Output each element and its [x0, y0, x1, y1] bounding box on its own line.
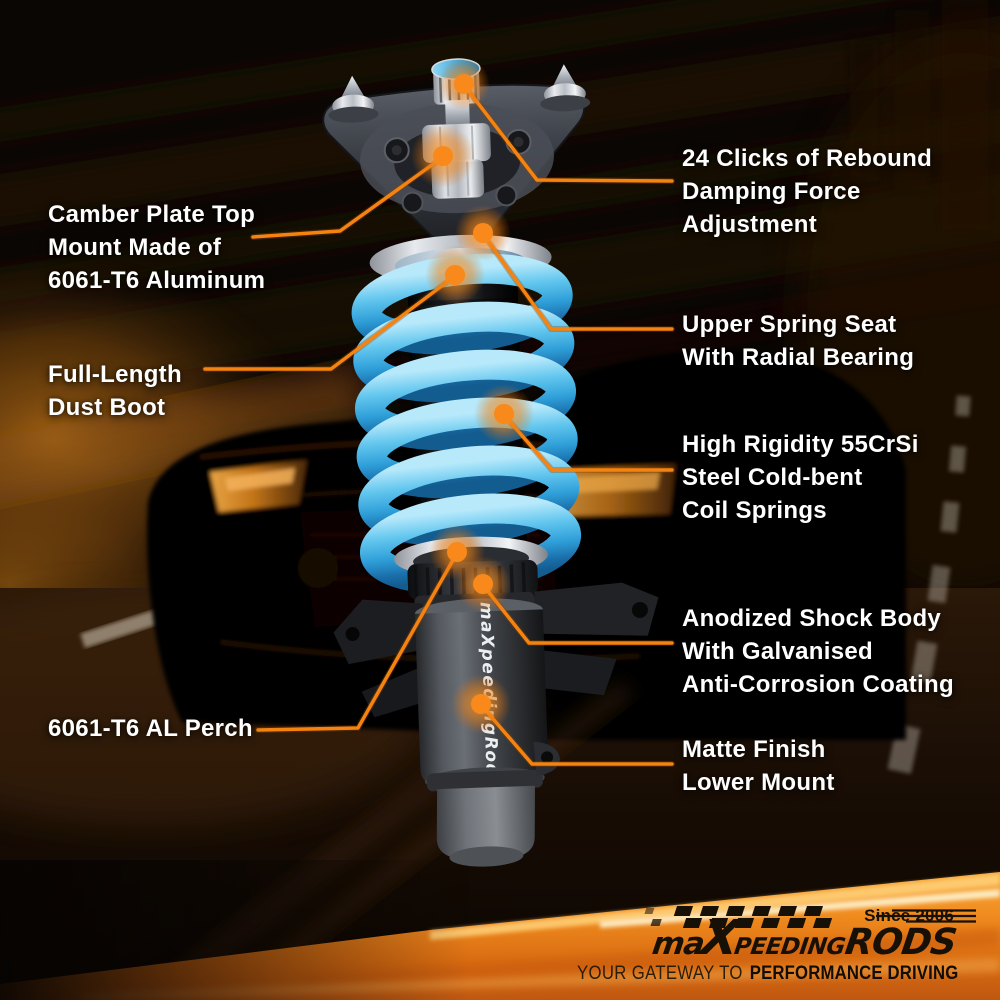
callout-marker-camber-plate — [411, 124, 475, 188]
brand-logo: Since 2006 ma X peeding RODS YOUR GATEWA… — [577, 901, 977, 993]
wordmark-peeding: peeding — [732, 934, 847, 960]
lower-mount-part — [436, 741, 561, 867]
callout-markers — [411, 58, 534, 734]
tagline-regular: YOUR GATEWAY TO — [576, 963, 743, 984]
callout-label-dust-boot: Full-Length Dust Boot — [48, 361, 182, 421]
callout-line-dust-boot — [203, 274, 457, 371]
stud-left — [328, 75, 379, 123]
callout-label-upper-spring-seat: Upper Spring Seat With Radial Bearing — [682, 311, 915, 371]
wordmark-ma: ma — [650, 926, 707, 962]
callout-line-perch — [256, 551, 459, 732]
callout-label-lower-mount: Matte Finish Lower Mount — [682, 736, 835, 796]
callout-marker-dust-boot — [425, 245, 485, 305]
callout-label-al-perch: 6061-T6 AL Perch — [48, 715, 253, 742]
tagline-bold: PERFORMANCE DRIVING — [749, 963, 958, 984]
callout-marker-shock-body — [455, 556, 511, 612]
callout-marker-lower-mount — [451, 674, 511, 734]
brand-tagline: YOUR GATEWAY TO PERFORMANCE DRIVING — [577, 964, 958, 984]
callout-line-shock-body — [481, 583, 674, 645]
callout-marker-springs — [474, 384, 534, 444]
callout-label-shock-body: Anodized Shock Body With Galvanised Anti… — [682, 605, 954, 698]
brand-wordmark: ma X peeding RODS — [650, 910, 959, 966]
callout-label-coil-springs: High Rigidity 55CrSi Steel Cold-bent Coi… — [682, 431, 919, 524]
callout-marker-rebound — [438, 58, 490, 110]
callout-line-upper-seat — [481, 232, 674, 331]
amber-streak — [0, 361, 373, 514]
callout-line-rebound — [462, 83, 674, 183]
callout-line-camber-plate — [251, 155, 445, 239]
speed-lines-icon — [876, 909, 977, 923]
stud-right — [540, 64, 591, 112]
callout-marker-upper-seat — [455, 205, 511, 261]
callout-label-rebound-adjustment: 24 Clicks of Rebound Damping Force Adjus… — [682, 145, 933, 238]
checkered-flag-icon — [644, 906, 833, 928]
fog-lamp — [298, 548, 338, 588]
callout-label-camber-plate-top-mount: Camber Plate Top Mount Made of 6061-T6 A… — [48, 201, 266, 294]
wordmark-rods: RODS — [842, 922, 959, 963]
